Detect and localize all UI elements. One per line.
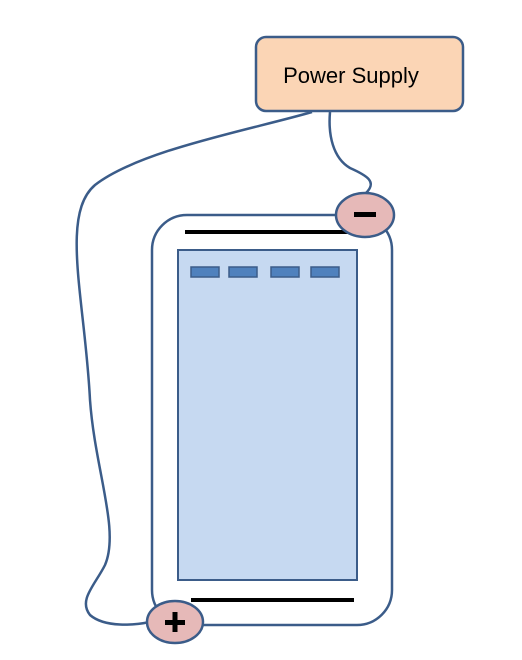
negative-wire: [328, 111, 372, 194]
gel-slab: [177, 249, 358, 581]
power-supply: Power Supply: [254, 35, 465, 113]
power-supply-label: Power Supply: [283, 63, 419, 88]
minus-icon: [354, 212, 376, 217]
gel-well: [310, 266, 340, 278]
power-supply-box: [254, 35, 465, 113]
plus-icon: [165, 612, 185, 632]
positive-terminal: [145, 599, 205, 645]
gel-well: [190, 266, 220, 278]
negative-terminal: [334, 191, 396, 239]
gel-well: [270, 266, 300, 278]
gel-well: [228, 266, 258, 278]
positive-wire: [75, 110, 313, 626]
